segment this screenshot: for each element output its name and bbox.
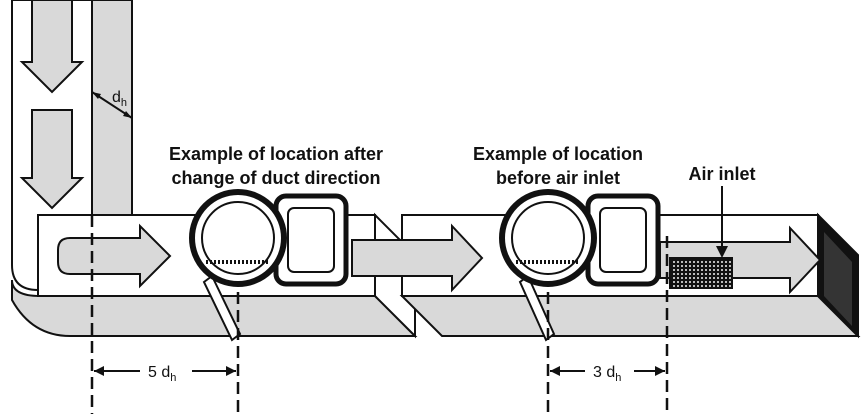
label-after-change-line1: Example of location after (169, 144, 383, 164)
distance-3dh-label: 3 dh (593, 364, 621, 384)
label-air-inlet: Air inlet (688, 164, 755, 184)
duct-diameter-label: dh (112, 89, 127, 109)
distance-3dh-arrow (550, 366, 665, 376)
sensor-device-1 (189, 189, 349, 342)
duct-diameter-marker (91, 91, 133, 119)
flow-arrow-right-1 (57, 223, 172, 289)
distance-5dh-arrow (94, 366, 236, 376)
label-after-change-line2: change of duct direction (171, 168, 380, 188)
label-before-inlet-line2: before air inlet (496, 168, 620, 188)
flow-arrow-down-2 (19, 109, 85, 210)
flow-arrow-down-1 (19, 0, 85, 94)
sensor-device-2 (499, 189, 661, 342)
label-before-inlet-line1: Example of location (473, 144, 643, 164)
reference-lines (90, 215, 669, 414)
air-inlet-grille (669, 186, 733, 289)
distance-5dh-label: 5 dh (148, 364, 176, 384)
flow-arrow-right-2 (351, 223, 484, 293)
